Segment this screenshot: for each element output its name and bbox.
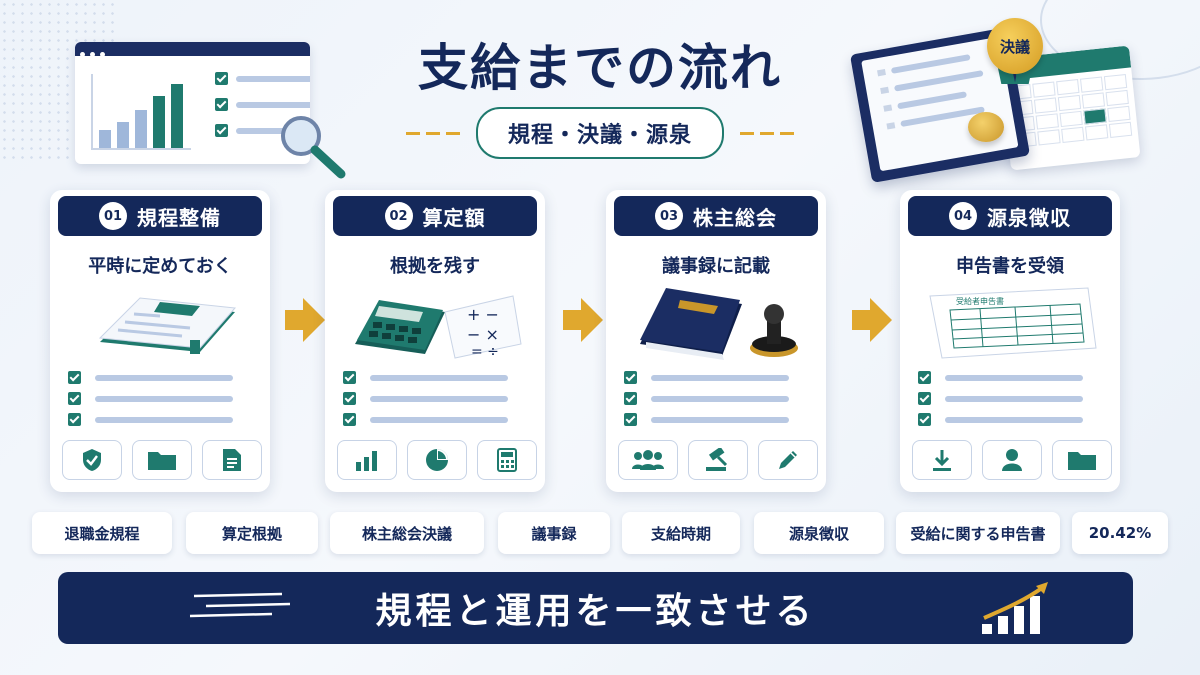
declaration-form-icon: 受給者申告書 [929, 287, 1097, 359]
arrow-right-icon [563, 298, 603, 342]
check-icon [343, 392, 356, 405]
step-title: 株主総会 [693, 205, 777, 230]
document-icon [202, 440, 262, 480]
check-icon [68, 413, 81, 426]
bar-chart-icon [337, 440, 397, 480]
right-dash [740, 131, 794, 135]
step-header: 01 規程整備 [58, 196, 262, 236]
check-icon [343, 371, 356, 384]
step-header: 03 株主総会 [614, 196, 818, 236]
pen-icon [758, 440, 818, 480]
resolution-seal: 決議 [987, 18, 1043, 74]
keyword-tags: 退職金規程 算定根拠 株主総会決議 議事録 支給時期 源泉徴収 受給に関する申告… [32, 512, 1168, 554]
coin-stack-icon [968, 112, 1004, 142]
download-icon [912, 440, 972, 480]
magnifier-icon [281, 116, 346, 179]
check-icon [68, 392, 81, 405]
check-icon [343, 413, 356, 426]
handbook-icon [98, 297, 237, 354]
tag: 算定根拠 [186, 512, 318, 554]
subtitle-pill: 規程・決議・源泉 [475, 107, 724, 159]
growth-chart-icon [982, 582, 1048, 634]
check-icon [624, 371, 637, 384]
checklist [918, 371, 1083, 434]
folder-icon [132, 440, 192, 480]
pie-chart-icon [407, 440, 467, 480]
svg-text:+ −: + − [467, 305, 499, 324]
check-icon [624, 413, 637, 426]
step-number: 01 [99, 202, 127, 230]
tag: 支給時期 [622, 512, 740, 554]
checklist [68, 371, 233, 434]
form-title: 受給者申告書 [956, 296, 1004, 306]
svg-text:− ×: − × [467, 325, 499, 344]
icon-row [337, 440, 537, 480]
check-icon [68, 371, 81, 384]
step-description: 申告書を受領 [956, 256, 1064, 277]
step-card-3: 03 株主総会 議事録に記載 [606, 190, 826, 492]
step-title: 算定額 [422, 205, 486, 230]
shield-check-icon [62, 440, 122, 480]
user-icon [982, 440, 1042, 480]
banner-text: 規程と運用を一致させる [375, 591, 816, 632]
tag: 源泉徴収 [754, 512, 884, 554]
svg-text:= ÷: = ÷ [471, 344, 499, 360]
step-card-2: 02 算定額 根拠を残す + − − × = ÷ [325, 190, 545, 492]
step-header: 04 源泉徴収 [908, 196, 1112, 236]
arrow-right-icon [285, 298, 325, 342]
tag: 受給に関する申告書 [896, 512, 1060, 554]
seal-label: 決議 [999, 37, 1030, 56]
step-description: 根拠を残す [390, 256, 480, 277]
check-icon [918, 413, 931, 426]
browser-bar [75, 42, 310, 57]
minutes-book-and-stamp-icon [640, 288, 798, 360]
tag: 議事録 [498, 512, 610, 554]
left-dash [405, 131, 460, 135]
step-title: 規程整備 [137, 205, 221, 230]
checklist [624, 371, 789, 434]
step-title: 源泉徴収 [987, 205, 1071, 230]
folder-icon [1052, 440, 1112, 480]
bar-chart-graphic [91, 74, 191, 150]
step-description: 平時に定めておく [88, 256, 232, 277]
check-icon [918, 371, 931, 384]
icon-row [912, 440, 1112, 480]
arrow-right-icon [852, 298, 892, 342]
icon-row [62, 440, 262, 480]
conclusion-banner: 規程と運用を一致させる [58, 572, 1133, 644]
tag: 株主総会決議 [330, 512, 484, 554]
check-icon [624, 392, 637, 405]
tag: 退職金規程 [32, 512, 172, 554]
people-icon [618, 440, 678, 480]
checklist-graphic [215, 72, 310, 150]
gavel-icon [688, 440, 748, 480]
step-card-1: 01 規程整備 平時に定めておく [50, 190, 270, 492]
page-title: 支給までの流れ [418, 39, 782, 97]
step-description: 議事録に記載 [662, 256, 770, 277]
speed-lines-icon [189, 592, 291, 618]
step-header: 02 算定額 [333, 196, 537, 236]
calculator-icon [477, 440, 537, 480]
step-number: 02 [384, 202, 413, 230]
checklist [343, 371, 508, 434]
dashboard-illustration [75, 42, 310, 164]
calculator-illustration-icon: + − − × = ÷ [355, 295, 522, 360]
check-icon [918, 392, 931, 405]
icon-row [618, 440, 818, 480]
step-number: 04 [949, 202, 977, 230]
tag: 20.42% [1072, 512, 1168, 554]
subtitle-row: 規程・決議・源泉 [355, 107, 845, 159]
step-number: 03 [655, 202, 683, 230]
step-card-4: 04 源泉徴収 申告書を受領 受給者申告書 [900, 190, 1120, 492]
